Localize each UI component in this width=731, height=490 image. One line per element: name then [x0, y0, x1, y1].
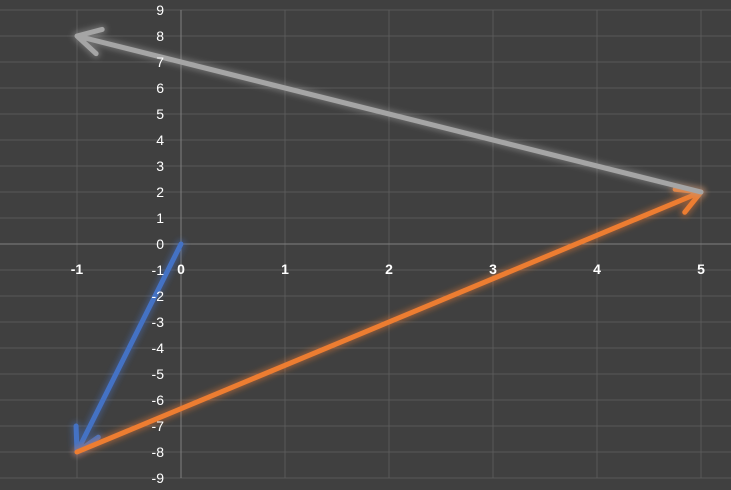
y-tick-label: 3 — [156, 158, 164, 174]
y-tick-label: -6 — [152, 392, 165, 408]
y-tick-label: 6 — [156, 80, 164, 96]
x-tick-label: 4 — [593, 261, 601, 277]
y-tick-label: -4 — [152, 340, 165, 356]
series-2-vector-arrow — [74, 26, 704, 195]
y-tick-label: -7 — [152, 418, 165, 434]
y-tick-label: -2 — [152, 288, 165, 304]
x-tick-label: 5 — [697, 261, 705, 277]
y-tick-label: 7 — [156, 54, 164, 70]
series-group — [71, 24, 706, 457]
y-tick-label: 8 — [156, 28, 164, 44]
y-tick-label: -5 — [152, 366, 165, 382]
y-tick-label: -9 — [152, 470, 165, 486]
y-tick-label: -1 — [152, 262, 165, 278]
x-tick-label: 0 — [177, 261, 185, 277]
y-tick-label: -3 — [152, 314, 165, 330]
y-tick-label: -8 — [152, 444, 165, 460]
y-tick-label: 9 — [156, 2, 164, 18]
y-tick-label: 2 — [156, 184, 164, 200]
y-tick-label: 0 — [156, 236, 164, 252]
y-tick-label: 4 — [156, 132, 164, 148]
x-tick-label: 3 — [489, 261, 497, 277]
y-tick-label: 5 — [156, 106, 164, 122]
x-tick-label: -1 — [71, 261, 84, 277]
gridlines — [0, 9, 731, 479]
x-tick-label: 2 — [385, 261, 393, 277]
y-tick-label: 1 — [156, 210, 164, 226]
tick-labels: -1 0 1 2 3 4 5 9 8 7 6 5 4 3 2 1 0 -1 -2 -3 -4 -5 -6 -7 -8 -9 — [71, 2, 705, 486]
x-tick-label: 1 — [281, 261, 289, 277]
